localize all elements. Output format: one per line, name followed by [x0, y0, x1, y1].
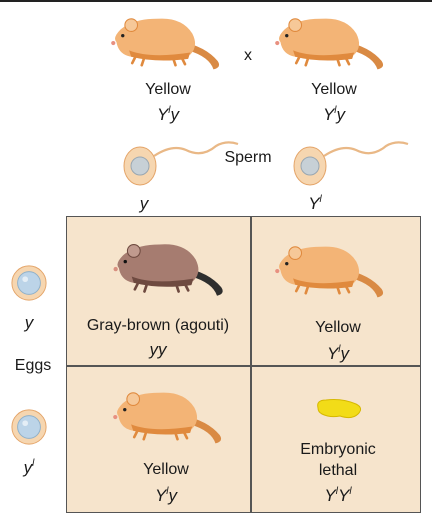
allele: y	[336, 105, 346, 124]
allele: y	[168, 486, 178, 505]
sperm-left-allele: y	[132, 190, 156, 214]
offspring-top-right-mouse-icon	[272, 238, 388, 302]
sperm-right-allele: Yl	[300, 190, 330, 214]
allele-sup: l	[319, 194, 322, 205]
offspring-bottom-right-genotype: YlYl	[278, 482, 398, 506]
allele: Y	[338, 486, 350, 505]
egg-bottom-icon	[10, 408, 48, 446]
allele-sup: l	[349, 486, 352, 497]
allele-sup: l	[334, 105, 337, 116]
allele: y	[340, 344, 350, 363]
allele: Y	[324, 486, 336, 505]
egg-top-allele: y	[14, 309, 44, 333]
offspring-agouti-mouse-icon	[110, 236, 228, 300]
offspring-top-right-phenotype: Yellow	[315, 319, 361, 336]
grid-divider-vertical	[250, 217, 252, 512]
allele-sup: l	[166, 486, 169, 497]
allele: y	[23, 458, 33, 477]
parent-left-mouse-icon	[108, 10, 224, 74]
offspring-bottom-left-mouse-icon	[110, 384, 226, 448]
allele: y	[24, 313, 34, 332]
allele: Y	[156, 105, 169, 124]
grid-divider-horizontal	[67, 365, 420, 367]
offspring-bottom-right-phenotype-line2: lethal	[318, 462, 358, 479]
cross-symbol: x	[244, 47, 252, 64]
offspring-top-left-genotype: yy	[149, 340, 167, 359]
top-rule	[0, 0, 432, 2]
egg-top-icon	[10, 264, 48, 302]
offspring-bottom-left-phenotype: Yellow	[143, 461, 189, 478]
embryo-icon	[317, 399, 362, 419]
allele-sup: l	[32, 458, 35, 469]
egg-bottom-allele: yl	[14, 454, 44, 478]
allele: y	[170, 105, 180, 124]
allele: Y	[154, 486, 167, 505]
parent-right-genotype: Yly	[284, 101, 384, 125]
parent-left-genotype: Yly	[118, 101, 218, 125]
allele: Y	[326, 344, 339, 363]
sperm-label: Sperm	[224, 149, 272, 166]
eggs-label: Eggs	[14, 357, 52, 374]
parent-left-phenotype: Yellow	[145, 81, 191, 98]
allele: Y	[322, 105, 335, 124]
offspring-bottom-right-phenotype-line1: Embryonic	[300, 441, 376, 458]
sperm-right-icon	[290, 138, 410, 188]
allele: y	[139, 194, 149, 213]
allele-sup: l	[338, 344, 341, 355]
allele: Y	[308, 194, 320, 213]
offspring-top-left-phenotype: Gray-brown (agouti)	[86, 317, 230, 334]
offspring-top-right-genotype: Yly	[288, 340, 388, 364]
offspring-bottom-left-genotype: Yly	[116, 482, 216, 506]
parent-right-phenotype: Yellow	[311, 81, 357, 98]
allele-sup: l	[335, 486, 338, 497]
allele-sup: l	[168, 105, 171, 116]
parent-right-mouse-icon	[272, 10, 388, 74]
